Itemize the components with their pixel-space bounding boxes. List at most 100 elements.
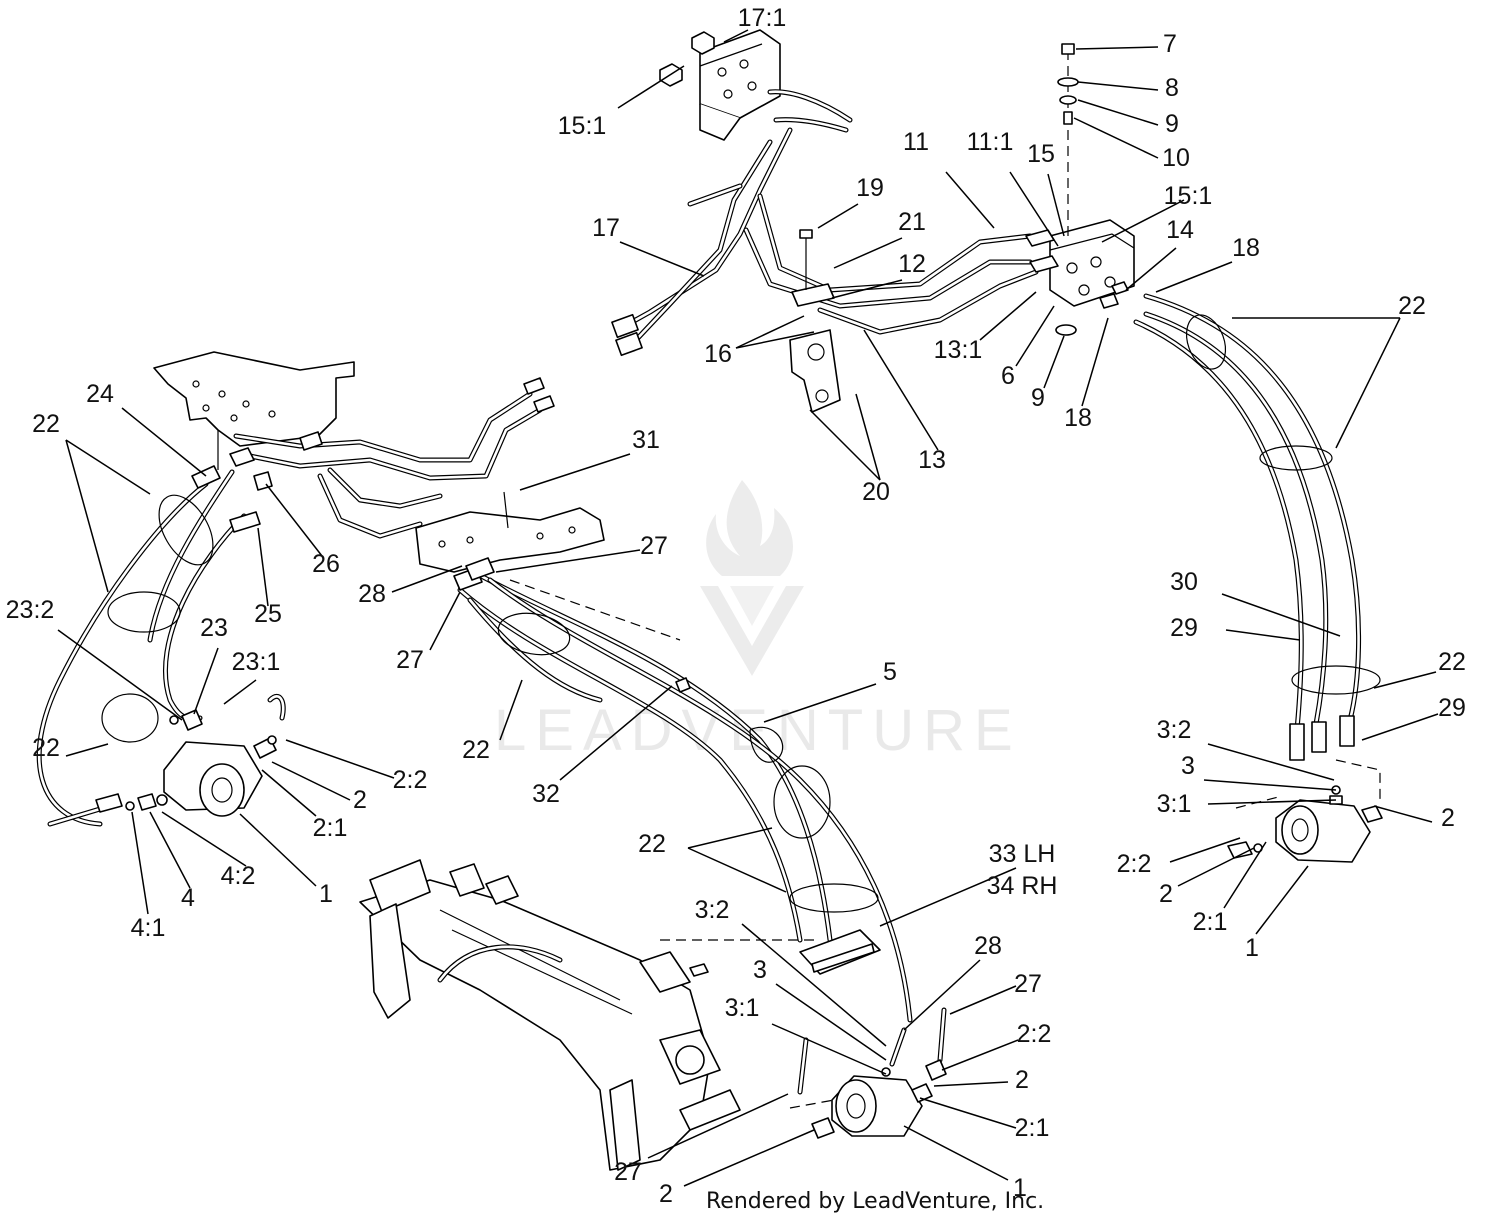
- leader-c-16: [735, 331, 815, 349]
- callout-c-19: 19: [856, 174, 884, 202]
- leader-c-2-1-bottom: [919, 1097, 1017, 1129]
- leader-c-3-2-bottom: [741, 923, 887, 1047]
- valve-bracket-33-34: [660, 929, 881, 975]
- leader-c-9-mid: [1043, 335, 1065, 389]
- leader-c-2-bottom-left: [683, 1129, 815, 1187]
- callout-c-23-1: 23:1: [232, 648, 281, 676]
- leader-c-20: [809, 409, 881, 481]
- leader-c-17: [619, 241, 705, 277]
- callout-c-13-1: 13:1: [934, 336, 983, 364]
- leader-c-3-1-right: [1207, 799, 1337, 805]
- callout-c-21: 21: [898, 208, 926, 236]
- leader-c-7: [1075, 46, 1159, 50]
- callout-c-2-2-left: 2:2: [393, 766, 428, 794]
- callout-c-14: 14: [1166, 216, 1194, 244]
- leader-c-22-left-top: [65, 439, 151, 495]
- leader-c-2-1-left: [261, 769, 317, 817]
- leader-c-26: [265, 483, 323, 557]
- callout-c-12: 12: [898, 250, 926, 278]
- callout-c-3-right: 3: [1181, 752, 1195, 780]
- leader-c-29-top: [1225, 629, 1301, 641]
- leader-c-24: [121, 407, 207, 477]
- callout-c-24: 24: [86, 380, 114, 408]
- leader-c-4-2: [161, 811, 247, 867]
- leader-c-21: [833, 237, 903, 269]
- leader-c-30: [1221, 593, 1341, 637]
- callout-c-26: 26: [312, 550, 340, 578]
- callout-c-27-left: 27: [396, 646, 424, 674]
- callout-c-34-rh: 34 RH: [987, 872, 1058, 900]
- callout-c-2-bottom-right: 2: [1015, 1066, 1029, 1094]
- leader-c-3-bottom: [775, 983, 887, 1061]
- left-hydraulic-pump: [47, 709, 277, 827]
- leader-c-15: [1047, 173, 1065, 237]
- callout-c-17-1: 17:1: [738, 4, 787, 32]
- center-hose-run: [453, 557, 913, 1023]
- callout-c-16: 16: [704, 340, 732, 368]
- leader-c-15-1-right: [1101, 199, 1185, 243]
- callout-c-8: 8: [1165, 74, 1179, 102]
- callout-c-2-bottom-left: 2: [659, 1180, 673, 1208]
- leader-c-31: [519, 453, 631, 491]
- leader-c-4-1: [131, 811, 149, 915]
- callout-c-3-2-bottom: 3:2: [695, 896, 730, 924]
- center-bracket-plate: [415, 491, 605, 573]
- leader-c-5: [763, 683, 877, 723]
- leader-c-23-1: [223, 679, 257, 705]
- callout-c-4-1: 4:1: [131, 914, 166, 942]
- callout-c-4: 4: [181, 884, 195, 912]
- callout-c-15-1-right: 15:1: [1164, 182, 1213, 210]
- callout-c-23-2: 23:2: [6, 596, 55, 624]
- callout-c-2-1-left: 2:1: [313, 814, 348, 842]
- leader-c-15-1-top: [617, 65, 685, 109]
- callout-c-29-right: 29: [1438, 694, 1466, 722]
- callout-c-33-lh: 33 LH: [989, 840, 1056, 868]
- leader-c-17-1: [723, 29, 749, 43]
- leader-c-1-right: [1255, 865, 1309, 935]
- callout-c-18-top: 18: [1232, 234, 1260, 262]
- callout-c-22-left-mid: 22: [32, 734, 60, 762]
- callout-c-3-1-right: 3:1: [1157, 790, 1192, 818]
- leader-c-22-left-top: [65, 439, 109, 593]
- leader-c-2-left: [271, 761, 351, 801]
- leader-c-27-right: [949, 985, 1017, 1015]
- leader-c-28-bottom: [903, 959, 981, 1031]
- leader-c-1-left: [239, 813, 317, 887]
- leader-c-6: [1015, 305, 1055, 367]
- leader-c-13: [863, 329, 939, 451]
- leader-c-33-lh: [879, 867, 1017, 927]
- leader-c-3-right: [1203, 779, 1337, 791]
- leader-c-3-2-right: [1207, 743, 1335, 781]
- leader-c-27-top: [495, 549, 641, 573]
- leader-c-10: [1073, 117, 1159, 159]
- callout-c-13: 13: [918, 446, 946, 474]
- center-clamp-block: [789, 229, 841, 413]
- left-tube-bundle: [229, 377, 555, 539]
- callout-c-1-bottom: 1: [1013, 1174, 1027, 1202]
- leader-c-28-left: [391, 565, 463, 593]
- callout-c-11-1: 11:1: [967, 128, 1014, 156]
- callout-c-7: 7: [1163, 30, 1177, 58]
- callout-c-5: 5: [883, 658, 897, 686]
- callout-c-3-2-right: 3:2: [1157, 716, 1192, 744]
- callout-c-11: 11: [903, 128, 929, 156]
- callout-c-10: 10: [1162, 144, 1190, 172]
- callout-c-32: 32: [532, 780, 560, 808]
- callout-c-2-right-top: 2: [1441, 804, 1455, 832]
- callout-c-15: 15: [1027, 140, 1055, 168]
- leader-c-2-right-bottom: [1177, 847, 1255, 887]
- callout-c-3-bottom: 3: [753, 956, 767, 984]
- leader-c-19: [817, 203, 859, 229]
- callout-c-22-center: 22: [462, 736, 490, 764]
- right-hydraulic-pump: [1227, 759, 1383, 863]
- callout-c-22-top-right: 22: [1398, 292, 1426, 320]
- leader-c-12: [831, 279, 903, 299]
- callout-c-27-bottom: 27: [614, 1158, 642, 1186]
- leader-c-22-top-right: [1335, 317, 1401, 449]
- leader-c-2-2-bottom: [941, 1039, 1019, 1071]
- callout-c-2-1-bottom: 2:1: [1015, 1114, 1050, 1142]
- leader-c-22-left-mid: [65, 743, 109, 757]
- callout-c-2-1-right: 2:1: [1193, 908, 1228, 936]
- callout-c-3-1-bottom: 3:1: [725, 994, 760, 1022]
